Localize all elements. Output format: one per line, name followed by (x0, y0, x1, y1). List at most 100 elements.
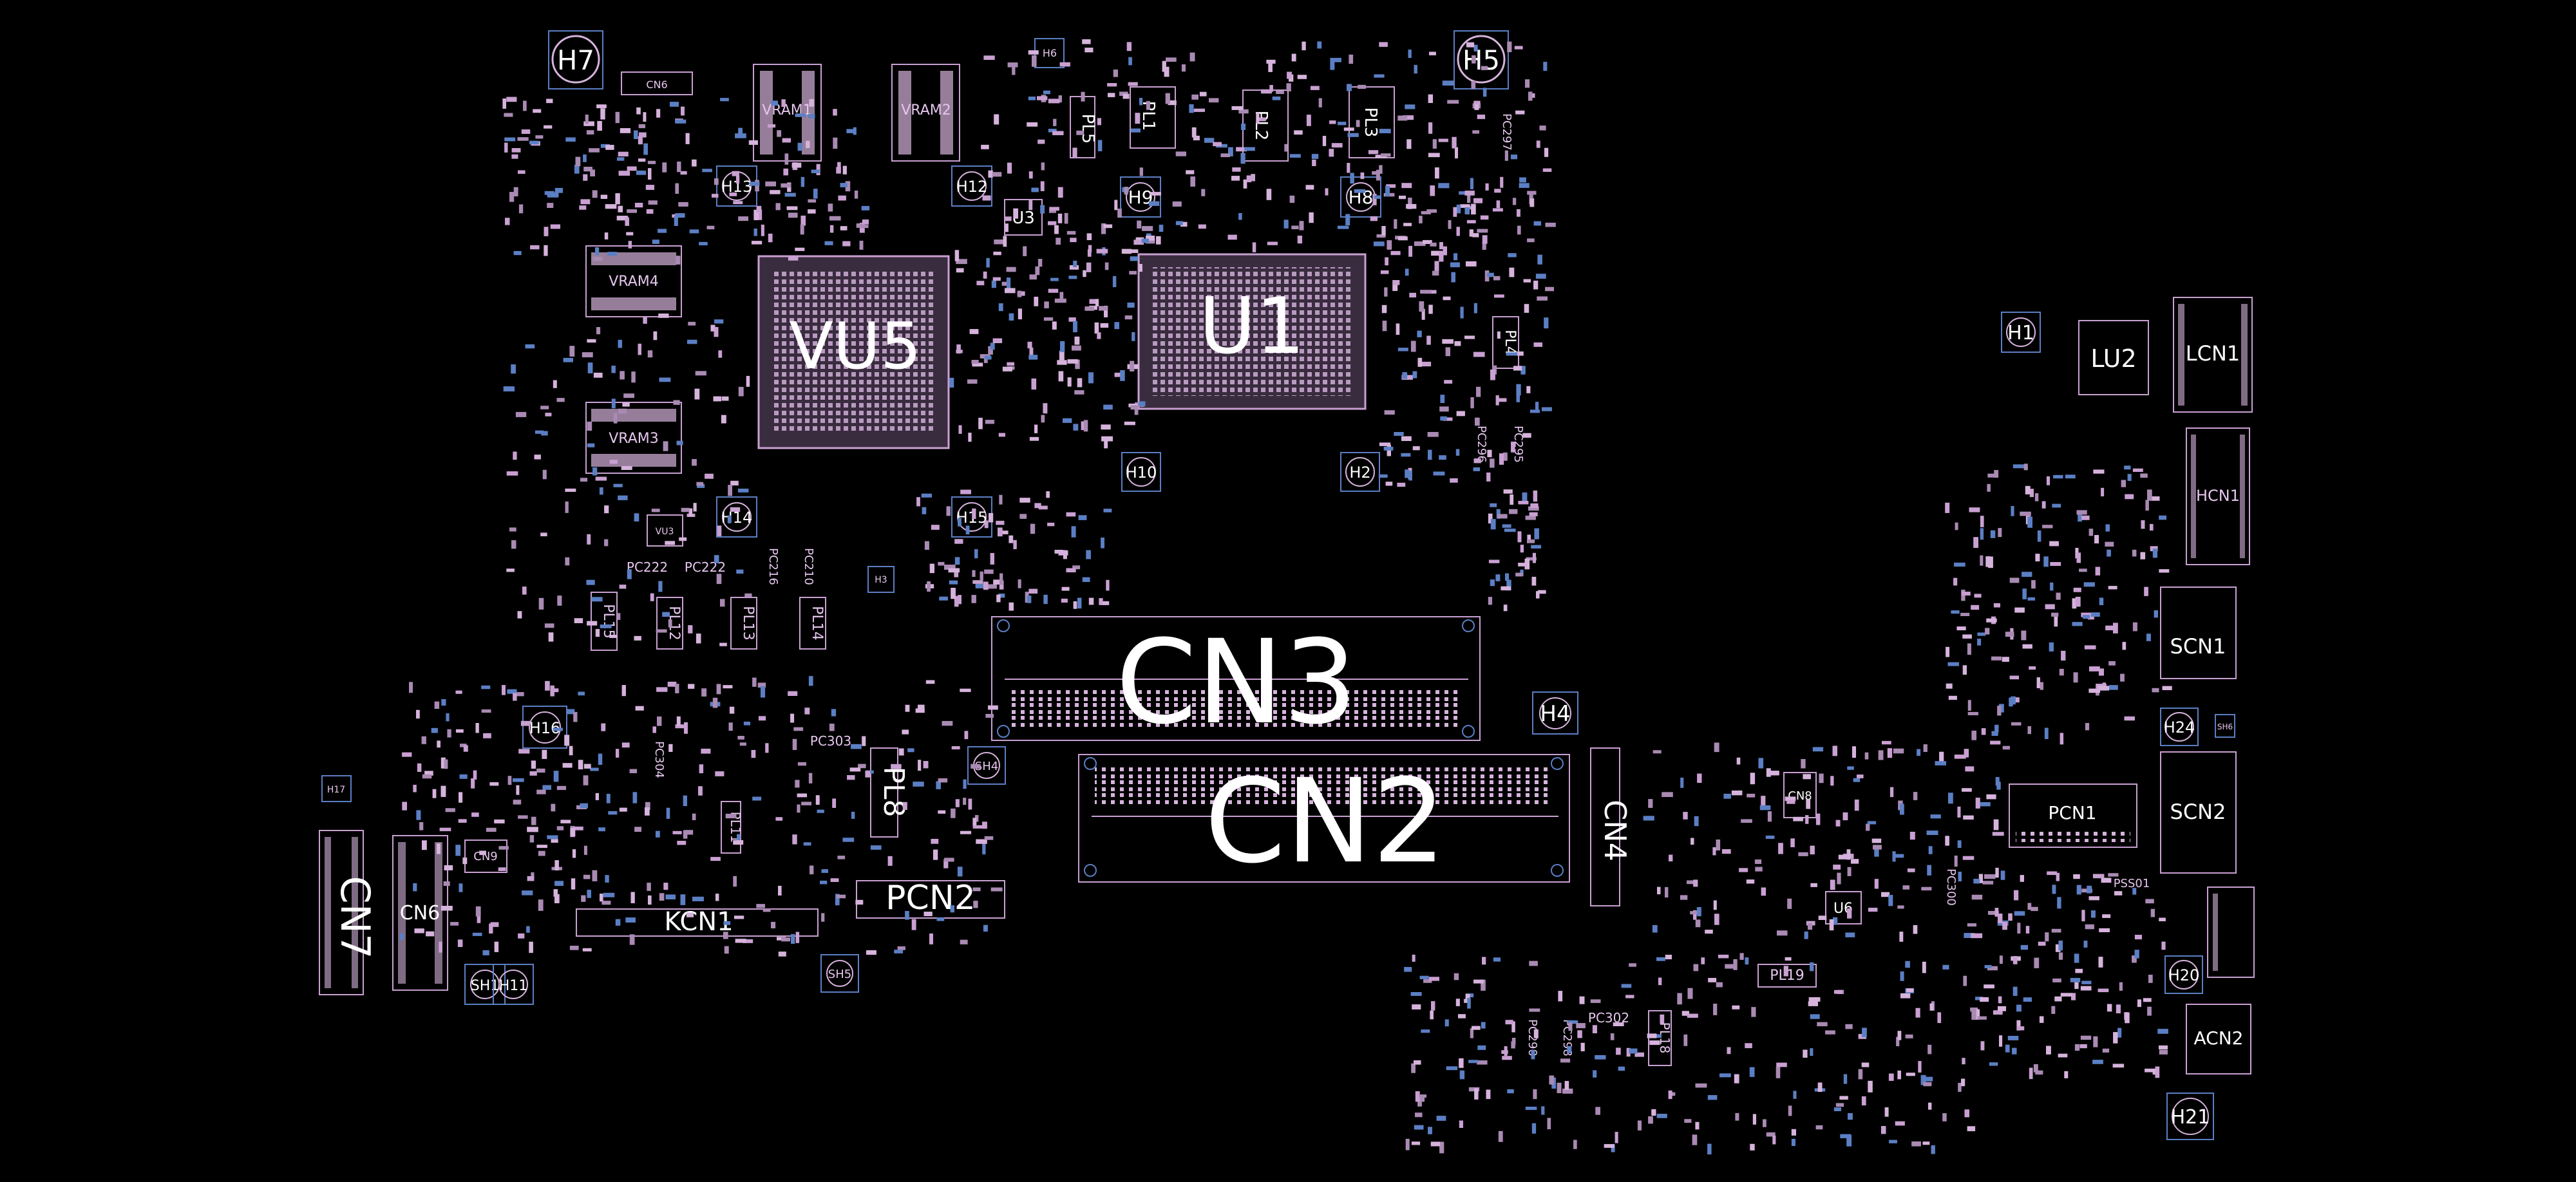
mounting-hole-h15[interactable]: H15 (951, 496, 992, 538)
mounting-hole-sh4[interactable]: SH4 (967, 746, 1006, 785)
smd-passive (963, 779, 967, 789)
smd-passive (804, 708, 810, 715)
smd-passive (1100, 323, 1109, 328)
inductor-pl15[interactable]: PL15 (591, 592, 618, 651)
inductor-pl14[interactable]: PL14 (799, 597, 826, 650)
mounting-hole-h10[interactable]: H10 (1121, 452, 1161, 492)
smd-passive (1473, 198, 1482, 203)
smd-passive (1414, 1125, 1424, 1130)
smd-passive (2132, 955, 2137, 963)
acn1-connector[interactable] (2207, 887, 2255, 978)
vu3-chip[interactable]: VU3 (647, 514, 683, 547)
smd-passive (1002, 366, 1012, 371)
smd-passive (1423, 979, 1432, 983)
smd-passive (842, 165, 847, 174)
vu5-gpu-chip[interactable]: VU5 (757, 255, 950, 449)
mounting-hole-h21[interactable]: H21 (2166, 1093, 2214, 1140)
smd-passive (1931, 1145, 1935, 1154)
smd-passive (1580, 1042, 1585, 1051)
scn2-connector[interactable]: SCN2 (2160, 751, 2237, 874)
mounting-hole-h5[interactable]: H5 (1454, 30, 1509, 89)
smd-passive (1350, 173, 1354, 184)
smd-passive (531, 760, 536, 769)
pcn1-connector[interactable]: PCN1 (2009, 783, 2137, 848)
smd-passive (2082, 615, 2090, 619)
smd-passive (713, 396, 721, 402)
smd-passive (990, 553, 994, 565)
cn2-connector[interactable]: CN2 (1078, 754, 1570, 889)
lcn1-connector[interactable]: LCN1 (2173, 297, 2253, 413)
mounting-hole-h16[interactable]: H16 (522, 706, 567, 749)
smd-passive (627, 209, 637, 213)
mounting-hole-h20[interactable]: H20 (2164, 955, 2203, 994)
mounting-hole-h1[interactable]: H1 (2001, 312, 2041, 353)
h17-label: H17 (327, 785, 345, 795)
smd-passive (648, 168, 652, 180)
smd-passive (1541, 1106, 1545, 1115)
smd-passive (665, 894, 676, 899)
mounting-hole-h2[interactable]: H2 (1340, 452, 1380, 492)
smd-passive (958, 425, 962, 434)
smd-passive (1459, 1058, 1464, 1068)
cn6-connector[interactable]: CN6 (392, 835, 448, 991)
smd-passive (1448, 220, 1452, 229)
u3-chip[interactable]: U3 (1004, 199, 1043, 236)
vram2-chip[interactable]: VRAM2 (891, 64, 960, 162)
smd-passive (1564, 1081, 1569, 1090)
inductor-pl3[interactable]: PL3 (1349, 86, 1395, 158)
pcn2-connector[interactable]: PCN2 (856, 879, 1005, 919)
smd-passive (1007, 162, 1012, 174)
mounting-hole-h11[interactable]: H11 (493, 964, 534, 1005)
smd-passive (638, 158, 646, 162)
smd-passive (526, 926, 530, 933)
mounting-hole-h24[interactable]: H24 (2160, 708, 2199, 746)
smd-passive (2087, 615, 2094, 620)
smd-passive (1511, 1021, 1515, 1033)
smd-passive (1256, 113, 1260, 124)
mounting-hole-h17[interactable]: H17 (321, 775, 352, 802)
mounting-hole-sh5[interactable]: SH5 (820, 954, 859, 993)
smd-passive (2072, 622, 2083, 626)
smd-passive (1505, 573, 1510, 581)
smd-passive (1035, 266, 1040, 276)
smd-passive (1595, 1055, 1606, 1060)
smd-passive (916, 497, 920, 507)
mounting-hole-sh1[interactable]: SH1 (464, 964, 506, 1005)
smd-passive (976, 281, 985, 286)
smd-passive (1626, 1047, 1631, 1057)
smd-passive (1048, 129, 1057, 133)
smd-passive (2000, 870, 2005, 880)
vram1-chip[interactable]: VRAM1 (753, 64, 822, 162)
smd-passive (1980, 1041, 1985, 1051)
lu2-chip[interactable]: LU2 (2078, 320, 2149, 395)
mounting-hole-h8[interactable]: H8 (1340, 176, 1381, 218)
mounting-hole-h7[interactable]: H7 (548, 30, 603, 89)
kcn1-connector[interactable]: KCN1 (576, 907, 819, 937)
smd-passive (752, 796, 762, 801)
mounting-hole-h12[interactable]: H12 (951, 165, 992, 207)
mounting-hole-h3[interactable]: H3 (867, 566, 895, 593)
smd-passive (2049, 541, 2059, 547)
mounting-hole-sh6[interactable]: SH6 (2215, 714, 2235, 738)
cn3-connector[interactable]: CN3 (991, 615, 1481, 750)
smd-passive (936, 917, 945, 921)
smd-passive (1967, 643, 1971, 655)
smd-passive (1018, 579, 1021, 588)
cn4-connector[interactable]: CN4 (1590, 747, 1633, 906)
inductor-pl2[interactable]: PL2 (1242, 89, 1289, 162)
inductor-pl13[interactable]: PL13 (730, 597, 757, 650)
scn1-connector[interactable]: SCN1 (2160, 586, 2237, 679)
smd-passive (2020, 511, 2031, 516)
smd-passive (1833, 917, 1838, 925)
smd-passive (808, 113, 815, 118)
smd-passive (1747, 793, 1756, 798)
acn2-connector[interactable]: ACN2 (2186, 1004, 2251, 1074)
mounting-hole-h4[interactable]: H4 (1532, 691, 1578, 735)
u1-cpu-chip[interactable]: U1 (1137, 253, 1367, 410)
mounting-hole-h9[interactable]: H9 (1120, 176, 1161, 218)
smd-passive (923, 761, 929, 769)
inductor-pl4[interactable]: PL4 (1492, 316, 1519, 369)
cn7-connector[interactable]: CN7 (319, 830, 379, 995)
cn6-top-connector[interactable]: CN6 (621, 71, 693, 95)
hcn1-connector[interactable]: HCN1 (2186, 427, 2250, 565)
